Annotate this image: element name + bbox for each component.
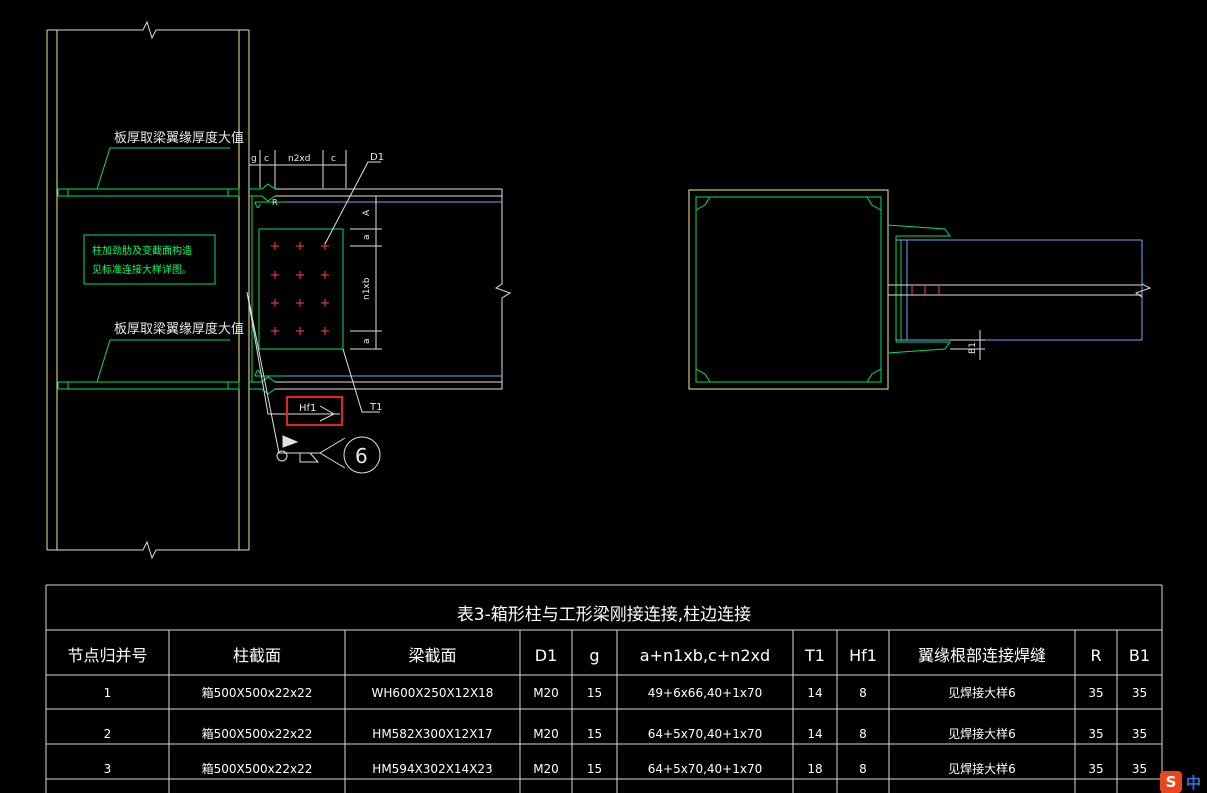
table-cell: 49+6x66,40+1x70 — [648, 686, 762, 700]
ime-logo-icon[interactable]: S — [1160, 771, 1182, 793]
table-cell: WH600X250X12X18 — [372, 686, 494, 700]
table-header-cell: 翼缘根部连接焊缝 — [918, 646, 1046, 665]
table-cell: 2 — [104, 727, 112, 741]
table-cell: 64+5x70,40+1x70 — [648, 762, 762, 776]
table-cell: 35 — [1132, 762, 1147, 776]
table-cell: HM594X302X14X23 — [372, 762, 492, 776]
bolt-icon — [271, 271, 279, 279]
note-flange-bottom: 板厚取梁翼缘厚度大值 — [114, 321, 244, 337]
table-header-cell: g — [589, 646, 599, 665]
note-box-line1: 柱加劲肋及变截面构造 — [92, 244, 192, 257]
table-cell: 8 — [859, 762, 867, 776]
table-cell: 14 — [807, 686, 822, 700]
d1-leader — [324, 161, 381, 245]
bolt-icon — [296, 299, 304, 307]
table-header-cell: 梁截面 — [408, 646, 456, 665]
note-flange-top: 板厚取梁翼缘厚度大值 — [114, 130, 244, 146]
table-cell: M20 — [533, 727, 559, 741]
hf1-weld-callout — [246, 291, 340, 422]
table-cell: 64+5x70,40+1x70 — [648, 727, 762, 741]
bolt-icon — [321, 271, 329, 279]
dim-g: g — [251, 154, 257, 164]
table-cell: 见焊接大样6 — [948, 726, 1016, 741]
table-cell: 1 — [104, 686, 112, 700]
bolt-icon — [296, 327, 304, 335]
table-cell: 18 — [807, 762, 822, 776]
dim-n1xb: n1xb — [362, 277, 372, 300]
bolt-icon — [271, 242, 279, 250]
label-b1: B1 — [968, 342, 978, 354]
note-box — [83, 234, 216, 285]
connection-table — [45, 584, 1163, 793]
table-cell: 35 — [1088, 762, 1103, 776]
column-elevation — [46, 20, 250, 560]
table-cell: 箱500X500x22x22 — [202, 761, 313, 776]
selection-highlight-box[interactable] — [286, 396, 343, 426]
table-cell: 35 — [1132, 686, 1147, 700]
bolt-group — [271, 242, 329, 335]
table-cell: 35 — [1132, 727, 1147, 741]
table-cell: M20 — [533, 686, 559, 700]
weld-symbol-number: 6 — [355, 444, 368, 468]
dim-a: a — [362, 234, 372, 240]
table-cell: 15 — [587, 727, 602, 741]
table-cell: 35 — [1088, 727, 1103, 741]
label-t1: T1 — [369, 402, 382, 413]
dim-a-top: A — [362, 209, 372, 216]
table-header-cell: a+n1xb,c+n2xd — [640, 646, 770, 665]
table-header-cell: Hf1 — [849, 646, 877, 665]
table-cell: 8 — [859, 686, 867, 700]
table-header-cell: B1 — [1129, 646, 1150, 665]
table-title: 表3-箱形柱与工形梁刚接连接,柱边连接 — [457, 605, 751, 625]
bolt-icon — [296, 271, 304, 279]
table-cell: 箱500X500x22x22 — [202, 685, 313, 700]
bolt-icon — [321, 299, 329, 307]
bolt-icon — [271, 327, 279, 335]
label-hf1: Hf1 — [299, 403, 316, 414]
dim-n2xd: n2xd — [288, 154, 310, 164]
table-text: 节点归并号 柱截面 梁截面 D1 g a+n1xb,c+n2xd T1 Hf1 翼缘根部连接焊缝… — [67, 646, 1150, 776]
table-header-cell: T1 — [804, 646, 825, 665]
table-header-cell: 柱截面 — [233, 646, 281, 665]
input-method-indicator[interactable]: S 中 — [1160, 771, 1207, 793]
bolt-icon — [296, 242, 304, 250]
table-cell: 15 — [587, 762, 602, 776]
t1-leader — [342, 348, 380, 413]
table-header-cell: D1 — [535, 646, 558, 665]
table-cell: HM582X300X12X17 — [372, 727, 492, 741]
table-cell: 见焊接大样6 — [948, 685, 1016, 700]
label-d1: D1 — [370, 152, 384, 163]
weld-symbol — [247, 295, 381, 474]
ime-mode[interactable]: 中 — [1186, 773, 1202, 792]
column-section — [688, 189, 889, 390]
dimension-top — [248, 150, 347, 188]
dim-c-right: c — [331, 154, 336, 164]
table-cell: 35 — [1088, 686, 1103, 700]
table-cell: 15 — [587, 686, 602, 700]
column-diaphragms — [57, 147, 240, 390]
table-header-cell: 节点归并号 — [67, 646, 147, 665]
dimension-right — [350, 195, 382, 350]
table-cell: 见焊接大样6 — [948, 761, 1016, 776]
table-cell: 8 — [859, 727, 867, 741]
table-header-cell: R — [1090, 646, 1101, 665]
table-cell: M20 — [533, 762, 559, 776]
label-r: R — [272, 198, 278, 207]
bolt-icon — [271, 299, 279, 307]
dim-a-bottom: a — [362, 338, 372, 344]
table-cell: 箱500X500x22x22 — [202, 726, 313, 741]
table-cell: 3 — [104, 762, 112, 776]
table-cell: 14 — [807, 727, 822, 741]
beam-section — [887, 224, 1152, 360]
note-box-line2: 见标准连接大样详图。 — [92, 263, 192, 276]
bolt-icon — [321, 327, 329, 335]
beam-elevation — [249, 183, 512, 395]
dim-c-left: c — [264, 154, 269, 164]
